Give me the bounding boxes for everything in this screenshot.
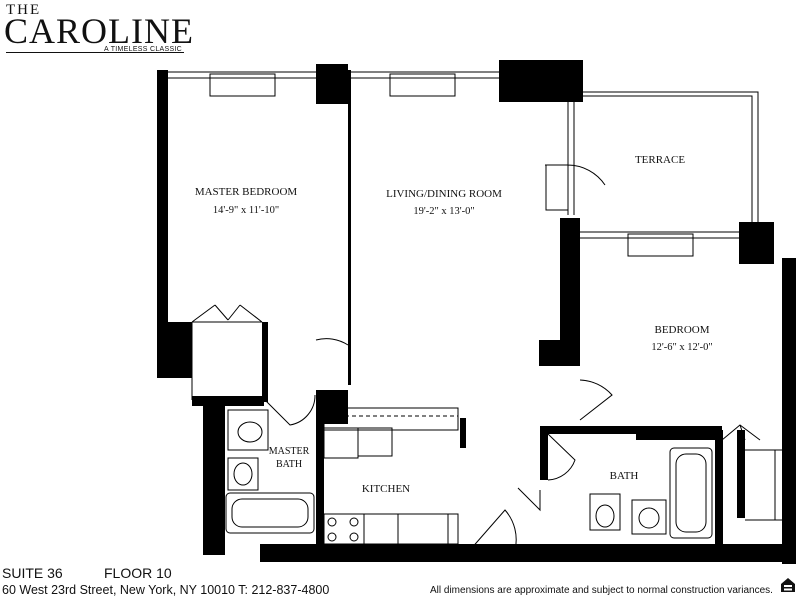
wall-bath2-east — [715, 430, 723, 556]
column-bedroom-ne — [739, 222, 774, 264]
kitchen-counter-left — [323, 427, 359, 459]
logo-rule — [6, 52, 184, 53]
terrace-door — [545, 164, 569, 211]
mb-door — [315, 338, 349, 346]
bedroom-closet-doors — [721, 424, 761, 441]
logo-tagline: A TIMELESS CLASSIC — [104, 46, 183, 53]
closet-doors — [191, 304, 263, 323]
bath-tub — [669, 447, 713, 539]
bedroom-closet-lines — [745, 449, 782, 521]
bedroom-dims: 12'-6" x 12'-0" — [651, 342, 713, 353]
master-bedroom-label: MASTER BEDROOM — [194, 186, 298, 198]
equal-housing-icon — [781, 578, 795, 592]
wall-bath2-top2 — [636, 426, 722, 440]
wall-closet-bottom — [192, 396, 264, 406]
bath-label: BATH — [609, 470, 639, 482]
column-ne — [499, 60, 583, 102]
logo-the: THE — [6, 2, 42, 18]
wall-small — [460, 418, 466, 448]
window-north-living — [348, 71, 499, 79]
wall-bath2-west — [540, 428, 548, 480]
masterbath-vanity — [227, 409, 269, 451]
kitchen-label: KITCHEN — [361, 483, 411, 495]
master-bedroom-dims: 14'-9" x 11'-10" — [212, 205, 280, 216]
wall-living-east-upper — [560, 218, 580, 366]
bedroom-label: BEDROOM — [654, 324, 710, 336]
master-bath-label-2: BATH — [275, 459, 303, 470]
kitchen-sink — [357, 427, 393, 457]
window-sash-3 — [627, 233, 694, 257]
kitchen-counter-bottom — [323, 513, 459, 545]
wall-interior-mb — [348, 70, 351, 385]
mb-closet — [191, 321, 262, 400]
window-north-mb — [168, 71, 316, 79]
living-dining-label: LIVING/DINING ROOM — [386, 188, 502, 200]
terrace-door-swing — [545, 164, 606, 210]
bath-toilet — [589, 493, 621, 531]
masterbath-door — [264, 394, 316, 426]
kitchen-stove — [323, 513, 365, 545]
disclaimer: All dimensions are approximate and subje… — [430, 585, 773, 596]
wall-mb-east — [316, 390, 348, 424]
wall-closet2-west — [737, 430, 745, 518]
column-nw-mid — [316, 64, 348, 104]
terrace-west — [567, 100, 575, 215]
suite-number: SUITE 36 — [2, 565, 63, 581]
masterbath-tub — [225, 492, 315, 534]
terrace-outline — [583, 91, 759, 226]
closet3-door — [517, 487, 541, 512]
wall-bath-west — [203, 405, 225, 555]
terrace-label: TERRACE — [634, 154, 686, 166]
floor-number: FLOOR 10 — [104, 565, 172, 581]
wall-west — [157, 70, 168, 378]
wall-east — [782, 258, 796, 564]
wall-bedroom-closet — [262, 322, 268, 402]
living-door — [579, 379, 613, 421]
column-mid — [539, 340, 569, 366]
bath-door — [547, 433, 576, 481]
master-bath-label-1: MASTER — [268, 446, 310, 457]
window-sash-2 — [389, 73, 456, 97]
wall-bath2-top — [540, 426, 636, 434]
masterbath-toilet — [227, 457, 259, 491]
window-sash-1 — [209, 73, 276, 97]
window-bedroom-north — [580, 231, 739, 239]
wall-south — [260, 544, 796, 562]
logo-name: CAROLINE — [4, 11, 194, 51]
living-dining-dims: 19'-2" x 13'-0" — [413, 206, 475, 217]
kitchen-counter-top — [323, 407, 459, 431]
wall-west-lower — [157, 322, 192, 378]
kitchen-fridge — [397, 513, 449, 545]
wall-kitchen-west — [316, 420, 324, 555]
address: 60 West 23rd Street, New York, NY 10010 … — [2, 583, 330, 597]
bath-sink — [631, 499, 667, 535]
entry-door — [469, 509, 517, 551]
logo: THE CAROLINE A TIMELESS CLASSIC — [4, 2, 194, 62]
